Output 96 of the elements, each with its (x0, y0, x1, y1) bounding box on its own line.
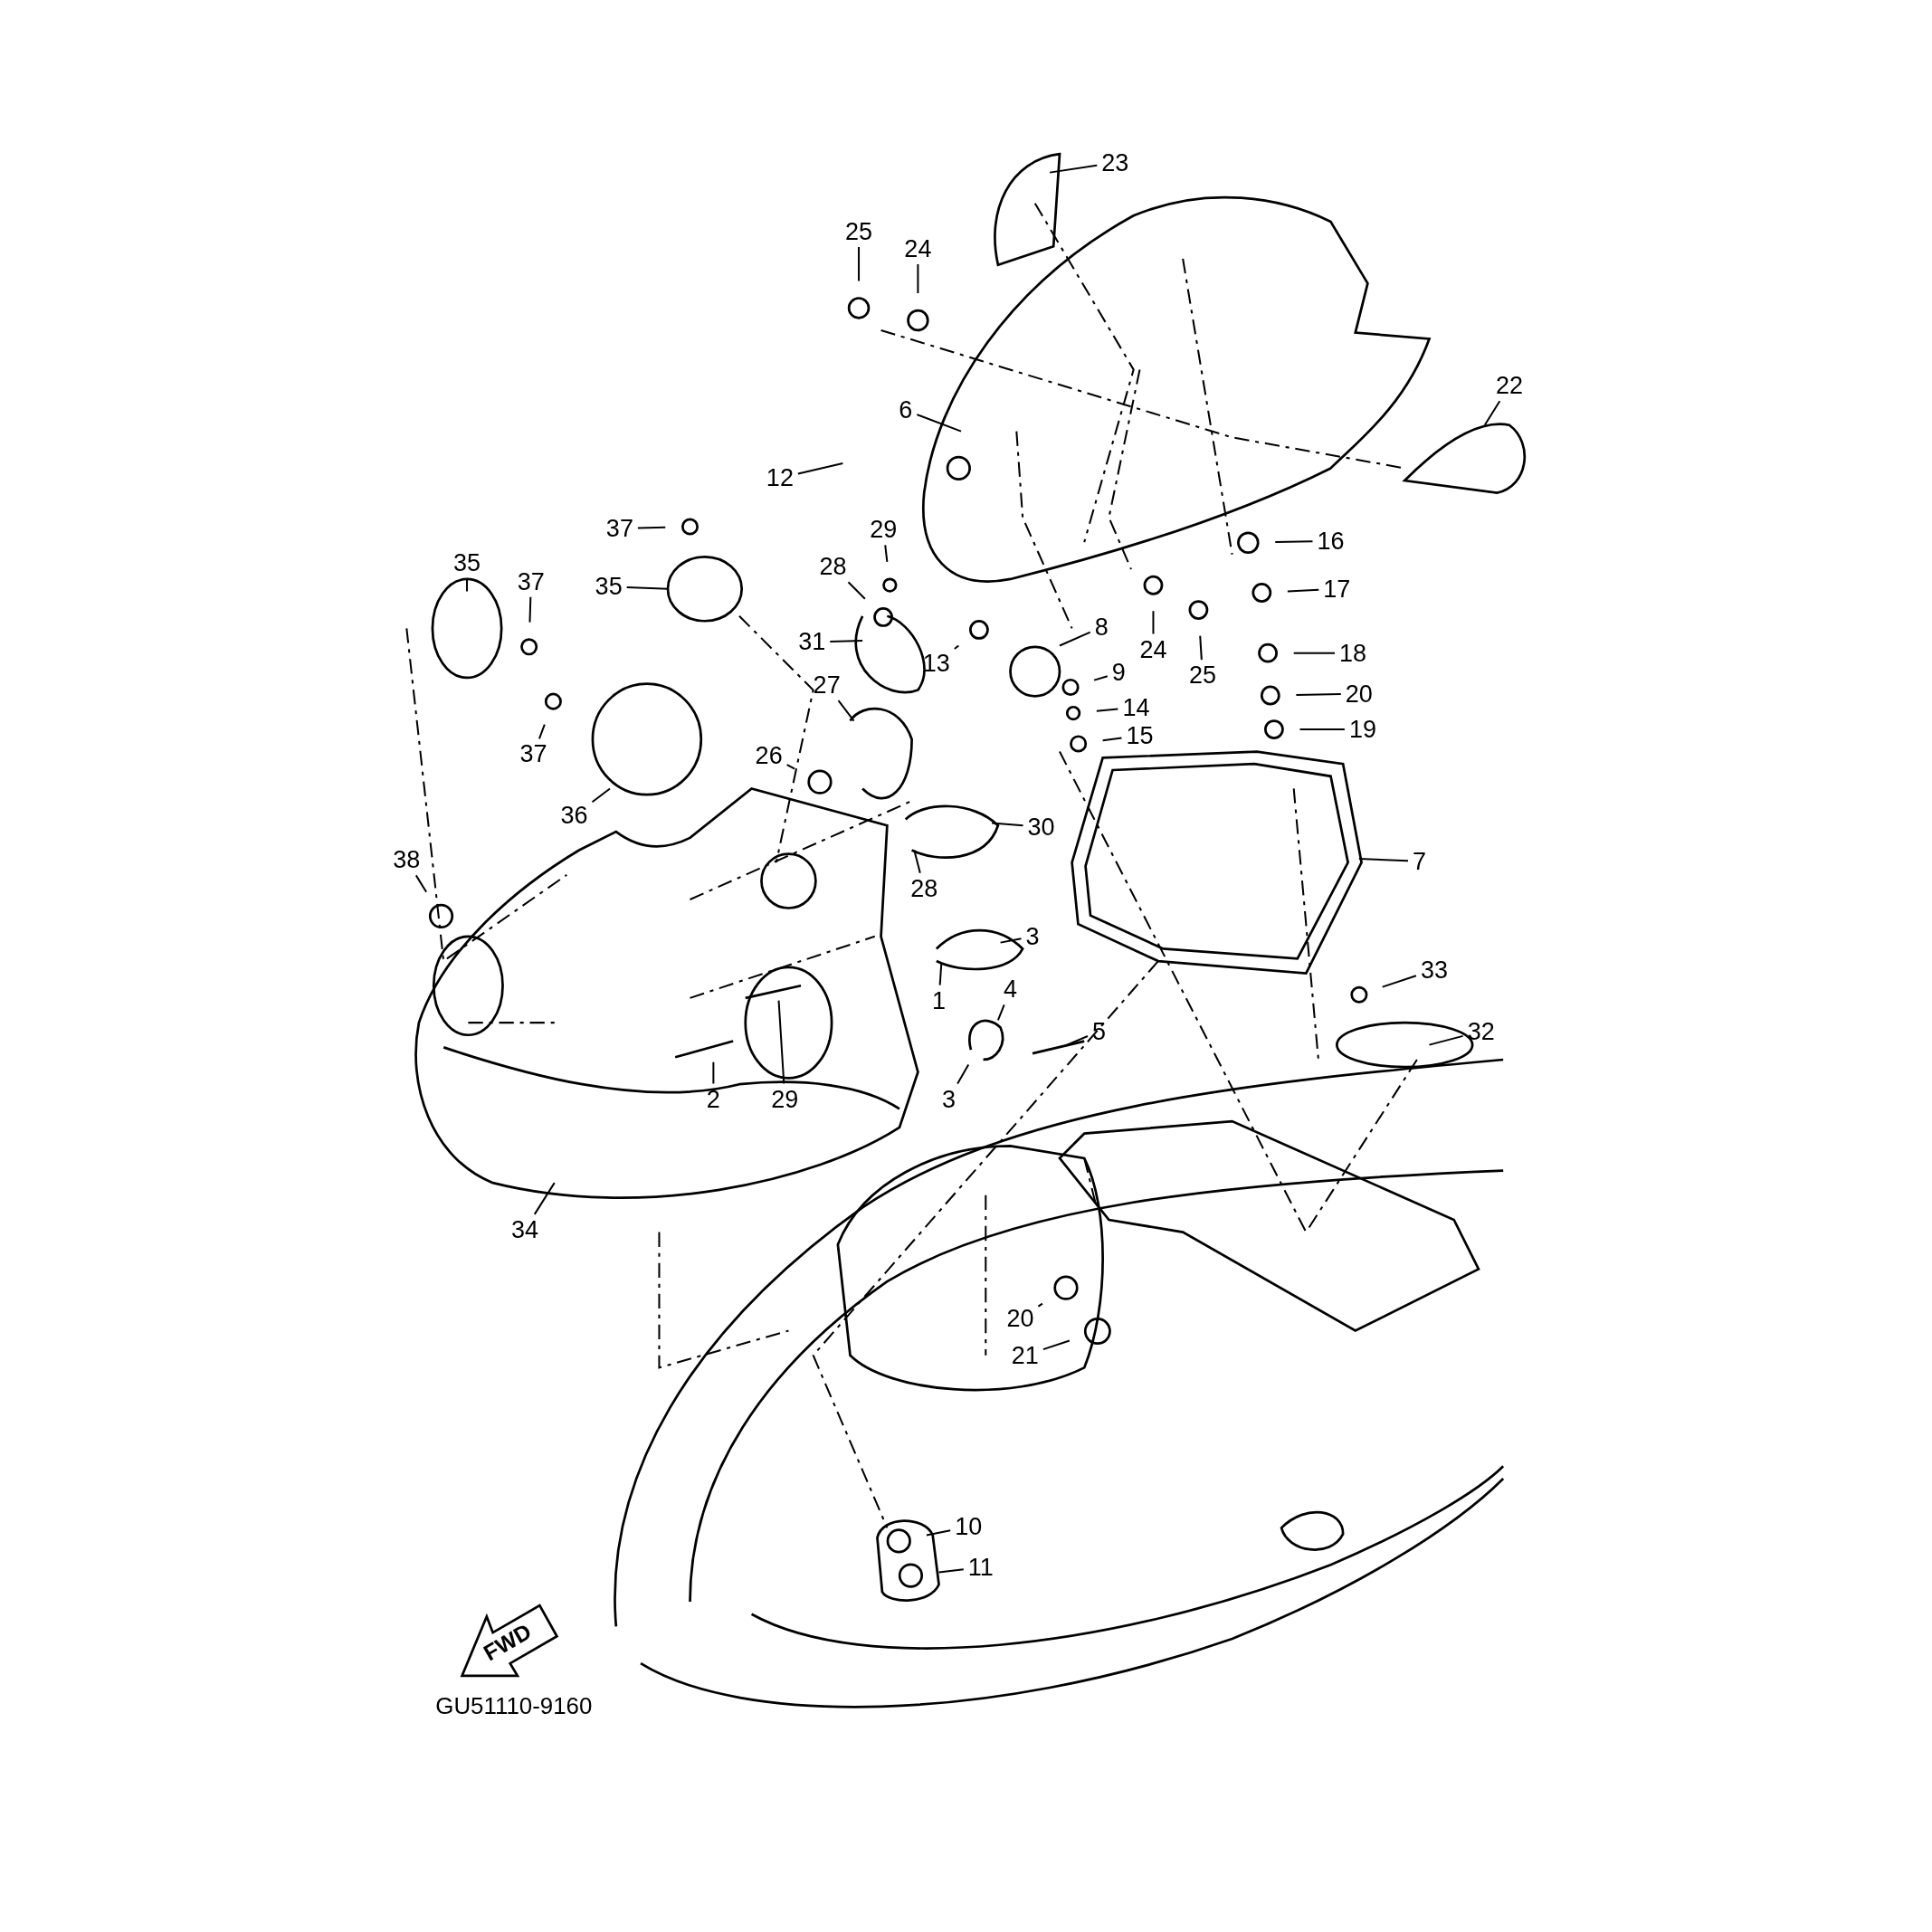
leader-line (884, 544, 889, 563)
leader-line (953, 644, 960, 650)
direction-label: FWD (479, 1618, 537, 1667)
callout-number: 25 (1185, 661, 1219, 690)
callout-number: 20 (1342, 680, 1375, 708)
leader-line (1066, 1034, 1090, 1046)
callout-number: 5 (1090, 1017, 1109, 1045)
callout-number: 24 (901, 235, 935, 263)
callout-number: 8 (1091, 614, 1111, 642)
leader-line (1357, 858, 1410, 862)
leader-line (533, 1182, 556, 1215)
leader-line (858, 245, 861, 282)
callout-number: 15 (1123, 721, 1156, 749)
callout-number: 29 (867, 516, 900, 544)
callout-number: 35 (592, 573, 625, 601)
leader-line (1483, 400, 1501, 426)
leader-line (925, 1529, 952, 1537)
leader-line (996, 1004, 1005, 1022)
leader-line (1037, 1302, 1043, 1308)
leader-line (777, 999, 785, 1085)
leader-line (712, 1061, 715, 1085)
callout-number: 14 (1119, 693, 1153, 721)
leader-line (1274, 540, 1314, 544)
callout-number: 12 (763, 464, 796, 492)
callout-number: 3 (938, 1085, 958, 1113)
callout-number: 38 (390, 846, 424, 874)
leader-line (591, 787, 611, 804)
leader-line (1049, 164, 1099, 174)
leader-line (1042, 1339, 1071, 1351)
leader-line (1095, 708, 1119, 712)
callout-number: 31 (795, 628, 829, 656)
callout-number: 29 (768, 1085, 802, 1113)
callout-number: 16 (1314, 527, 1347, 555)
callout-number: 22 (1492, 372, 1526, 400)
leader-line (414, 874, 428, 893)
callout-number: 3 (1023, 922, 1042, 950)
callout-number: 10 (952, 1513, 985, 1541)
callout-number: 11 (965, 1553, 996, 1581)
leader-line (1152, 610, 1155, 635)
callout-number: 2 (703, 1085, 723, 1113)
callout-number: 35 (451, 549, 484, 577)
leader-line (1059, 631, 1091, 647)
leader-line (1428, 1034, 1464, 1046)
callout-number: 1 (929, 986, 949, 1014)
callout-number: 27 (810, 671, 843, 700)
leader-line (796, 462, 844, 475)
leader-line (1295, 692, 1342, 696)
callout-number: 17 (1320, 575, 1354, 603)
callout-number: 6 (896, 396, 916, 424)
leader-line (1199, 634, 1203, 661)
leader-line (991, 822, 1024, 827)
callout-number: 37 (517, 740, 550, 768)
leader-line (916, 414, 963, 433)
callout-number: 4 (1001, 976, 1021, 1004)
leader-line (785, 764, 796, 770)
callout-number: 30 (1024, 813, 1058, 841)
callout-number: 24 (1137, 635, 1170, 663)
callout-number: 9 (1109, 659, 1128, 687)
leader-line (913, 849, 921, 874)
callout-number: 25 (842, 217, 876, 245)
callout-number: 34 (509, 1215, 542, 1243)
callout-number: 20 (1004, 1304, 1037, 1332)
callout-number: 19 (1346, 716, 1379, 744)
leader-line (625, 585, 669, 590)
callout-number: 32 (1464, 1017, 1498, 1045)
leader-line (837, 700, 855, 722)
leader-line (847, 581, 866, 600)
callout-number: 21 (1008, 1341, 1042, 1369)
leader-line (938, 962, 943, 986)
callout-number: 26 (752, 741, 785, 769)
leader-line (1381, 975, 1417, 988)
callout-number: 37 (603, 515, 636, 543)
callout-number: 18 (1337, 639, 1370, 667)
leader-line (1299, 728, 1346, 731)
leader-line (538, 723, 546, 740)
callout-number: 23 (1099, 148, 1132, 176)
leader-line (999, 937, 1023, 944)
leader-line (956, 1063, 970, 1085)
leader-line (1093, 675, 1109, 681)
callout-number: 37 (514, 567, 547, 595)
leader-line (528, 595, 532, 623)
leader-line (1286, 588, 1320, 593)
callout-number: 13 (919, 649, 953, 677)
callout-number: 7 (1410, 847, 1430, 875)
leader-line (1292, 652, 1336, 654)
part-code: GU51110-9160 (435, 1693, 593, 1720)
callout-number: 28 (816, 553, 850, 581)
callout-number: 33 (1417, 956, 1451, 984)
leader-line (829, 640, 864, 642)
leader-line (636, 526, 667, 529)
callout-number: 36 (557, 802, 591, 830)
callout-number: 28 (908, 874, 941, 902)
leader-line (917, 263, 919, 295)
leader-line (466, 577, 469, 593)
leader-line (1101, 737, 1123, 742)
leader-line (937, 1568, 965, 1574)
